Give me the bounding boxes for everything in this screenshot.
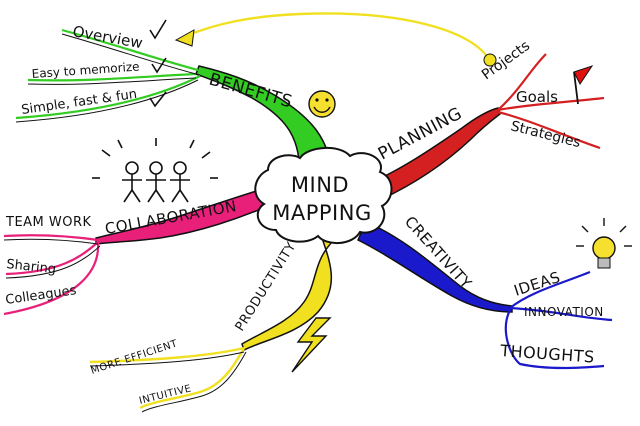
benefits-branch	[195, 65, 333, 179]
productivity-sublines	[89, 346, 246, 410]
smiley-icon	[308, 90, 336, 118]
benefits-item-simple: Simple, fast & fun	[20, 87, 137, 118]
benefits-sublines	[15, 28, 201, 120]
benefits-sublines-outline	[15, 33, 199, 123]
stick-figures-icon	[92, 138, 218, 203]
center-title-line1: MIND	[291, 173, 349, 197]
checkmark-icon	[149, 19, 167, 108]
productivity-sublines-outline	[89, 351, 247, 413]
connector-arrow	[185, 12, 490, 59]
collaboration-sublines-outline	[3, 238, 101, 279]
planning-sublines	[497, 53, 605, 150]
connector-dot	[483, 53, 497, 67]
collaboration-item-sharing: Sharing	[6, 257, 57, 277]
productivity-item-intuitive: INTUITIVE	[138, 383, 193, 407]
center-title-line2: MAPPING	[272, 201, 372, 225]
planning-item-strategies: Strategies	[509, 118, 582, 151]
creativity-sublines	[504, 270, 613, 370]
creativity-item-thoughts: THOUGHTS	[499, 341, 596, 367]
collaboration-item-teamwork: TEAM WORK	[5, 215, 92, 230]
connector-arrowhead	[174, 29, 195, 47]
center-cloud	[254, 147, 393, 244]
planning-item-goals: Goals	[516, 88, 558, 106]
lightbulb-icon	[576, 218, 632, 269]
creativity-item-ideas: IDEAS	[512, 268, 563, 300]
creativity-item-innovation: INNOVATION	[524, 305, 604, 319]
lightning-icon	[291, 317, 332, 373]
collaboration-branch	[95, 187, 269, 245]
benefits-label: BENEFITS	[207, 70, 295, 113]
planning-branch	[371, 107, 501, 202]
flag-icon	[573, 65, 594, 105]
collaboration-sublines	[3, 234, 100, 316]
creativity-branch	[357, 221, 513, 313]
